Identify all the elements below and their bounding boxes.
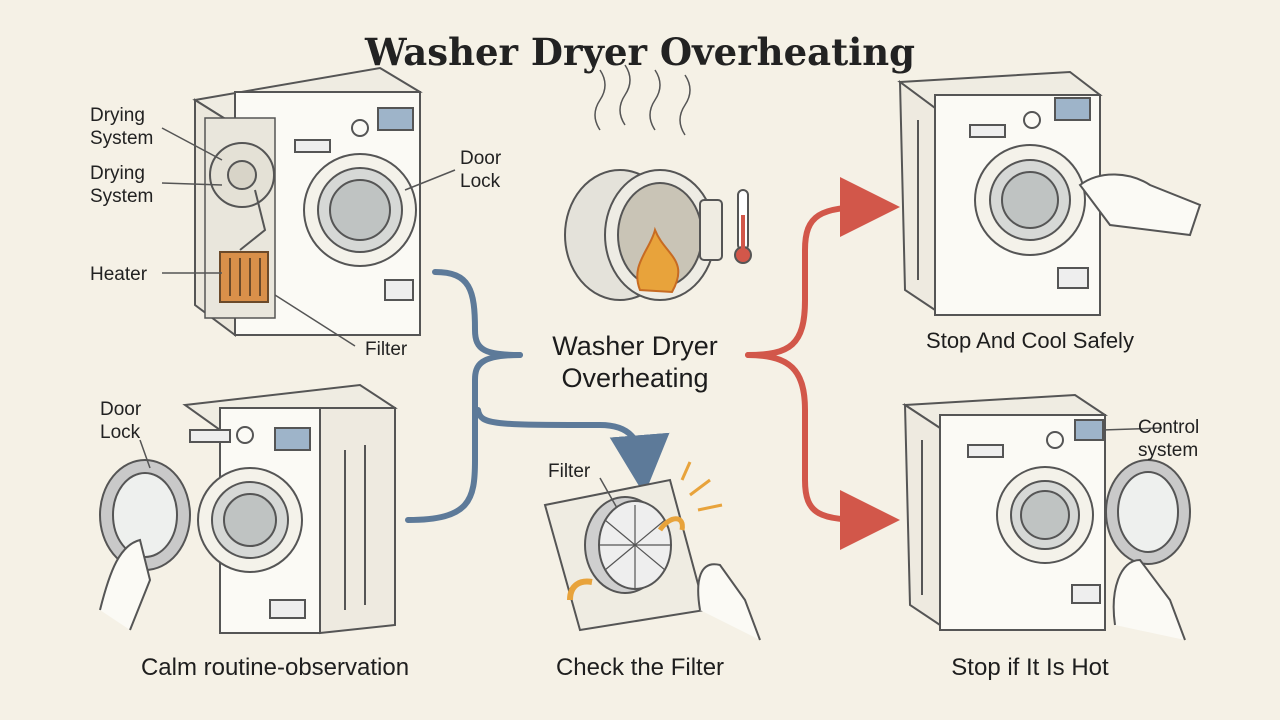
leader-lines-top-left [161,127,456,347]
washer-stop-cool-illustration [897,70,1202,316]
washer-stop-hot-illustration [901,393,1191,641]
leader-filter-bottom [599,477,618,509]
caption-stop-and-cool-safely: Stop And Cool Safely [926,328,1134,353]
caption-check-the-filter: Check the Filter [555,654,725,681]
leader-door-lock-bottom [139,439,151,469]
label-filter-bottom: Filter [548,461,591,482]
leader-control-system [1101,427,1163,431]
center-label: Washer Dryer Overheating [552,331,718,393]
washer-cutaway-illustration [192,66,423,337]
filter-removal-illustration [543,461,761,641]
red-flow-arrows [745,177,900,550]
diagram-title: Washer Dryer Overheating [364,30,916,74]
label-heater: Heater [90,264,148,285]
label-drying-system-1: Drying System [90,105,154,149]
label-drying-system-2: Drying System [90,163,154,207]
label-filter-top: Filter [365,339,408,360]
caption-stop-if-it-is-hot: Stop if It Is Hot [951,654,1109,681]
washer-open-door-illustration [99,383,398,635]
label-control-system: Control system [1138,417,1200,461]
blue-flow-arrows [405,269,670,523]
label-door-lock-bottom: Door Lock [100,399,142,443]
caption-calm-routine-observation: Calm routine-observation [140,654,410,681]
overheating-drum-illustration [564,64,752,301]
label-door-lock-top: Door Lock [460,148,502,192]
